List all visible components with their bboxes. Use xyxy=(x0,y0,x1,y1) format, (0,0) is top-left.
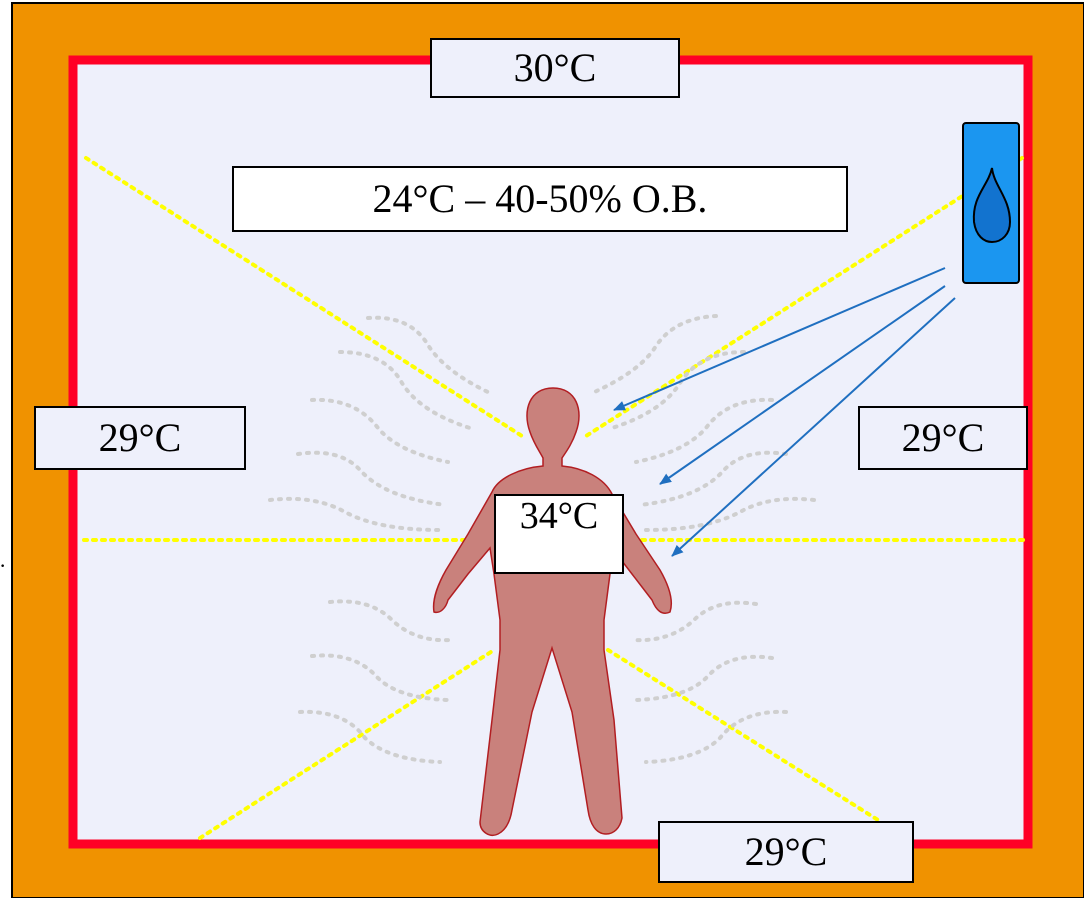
ambient-conditions-label: 24°C – 40-50% O.B. xyxy=(232,166,848,232)
radiant-heat-rays xyxy=(82,156,1026,840)
edge-mark: • xyxy=(0,562,6,572)
body-heat-waves xyxy=(268,314,816,764)
water-drop-icon xyxy=(972,167,1012,244)
left-wall-temperature-label: 29°C xyxy=(34,406,246,470)
floor-temperature-label: 29°C xyxy=(658,821,914,883)
top-wall-temperature-label: 30°C xyxy=(430,38,680,98)
humidity-arrows xyxy=(613,267,956,557)
right-wall-temperature-label: 29°C xyxy=(858,406,1028,470)
body-temperature-label: 34°C xyxy=(494,494,624,574)
humidity-arrow xyxy=(659,285,946,485)
humidity-arrow xyxy=(671,297,956,557)
humidity-arrow xyxy=(613,267,946,411)
